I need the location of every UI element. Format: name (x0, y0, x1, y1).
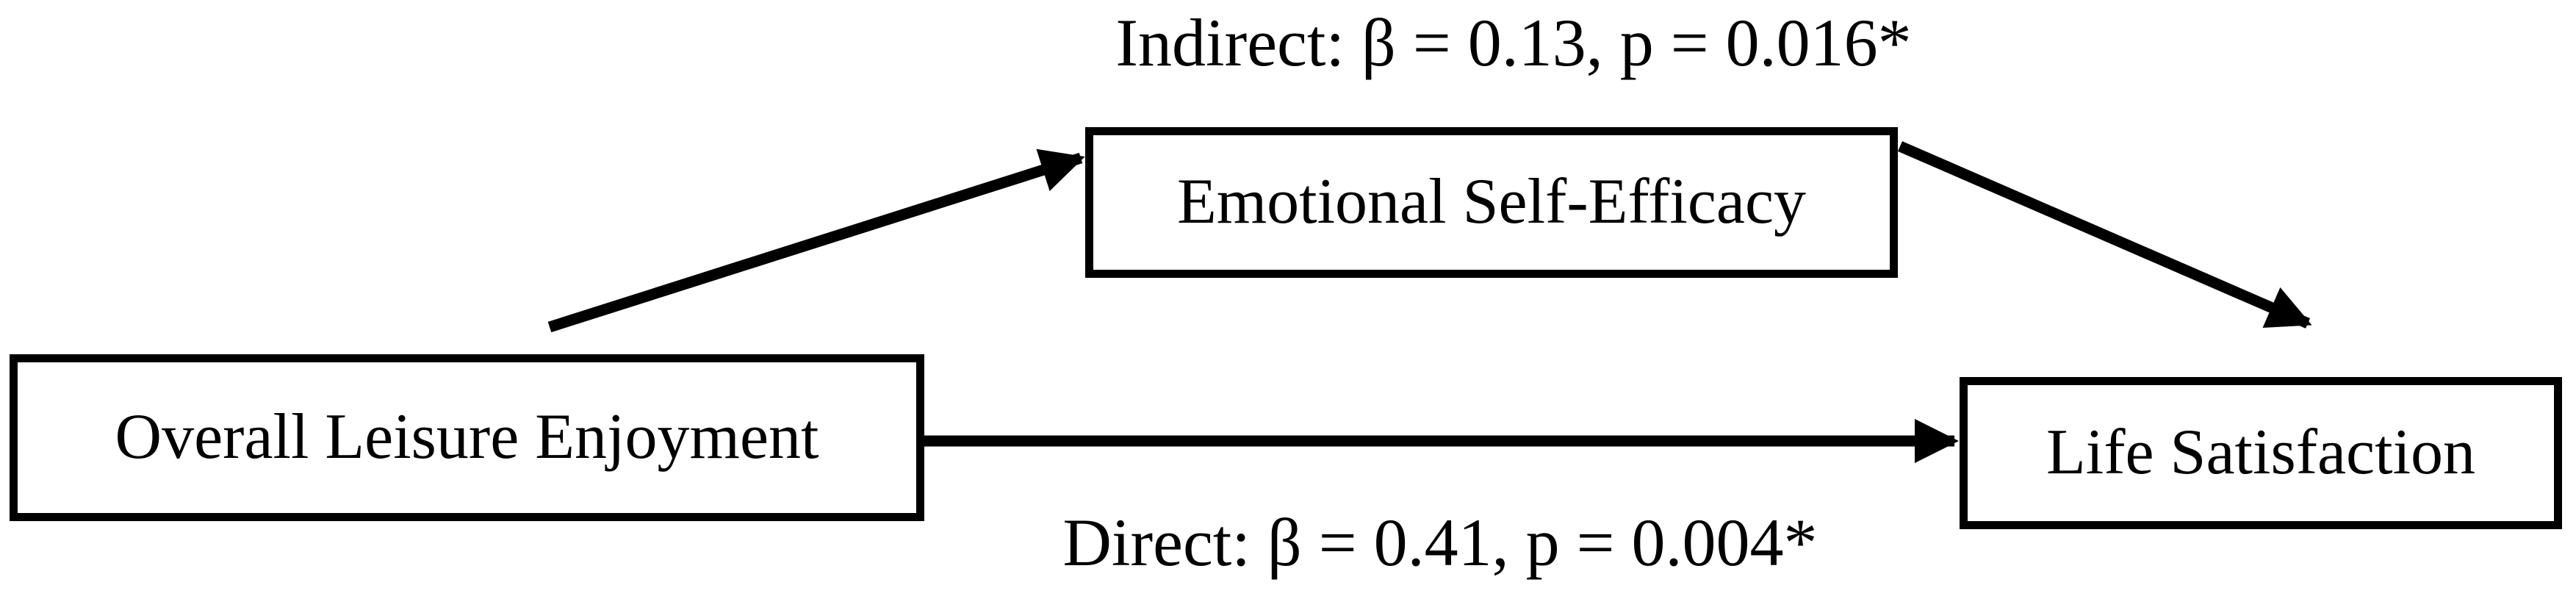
mediator-node: Emotional Self-Efficacy (1085, 127, 1898, 278)
path-a-arrow-icon (547, 148, 1085, 333)
path-b-arrow-icon (1898, 141, 2312, 329)
predictor-node: Overall Leisure Enjoyment (10, 354, 924, 521)
predictor-node-label: Overall Leisure Enjoyment (115, 401, 819, 473)
direct-effect-label: Direct: β = 0.41, p = 0.004* (1062, 505, 1818, 580)
indirect-effect-label: Indirect: β = 0.13, p = 0.016* (1115, 5, 1912, 80)
mediator-node-label: Emotional Self-Efficacy (1176, 166, 1807, 238)
outcome-node: Life Satisfaction (1960, 377, 2562, 529)
outcome-node-label: Life Satisfaction (2046, 417, 2476, 489)
